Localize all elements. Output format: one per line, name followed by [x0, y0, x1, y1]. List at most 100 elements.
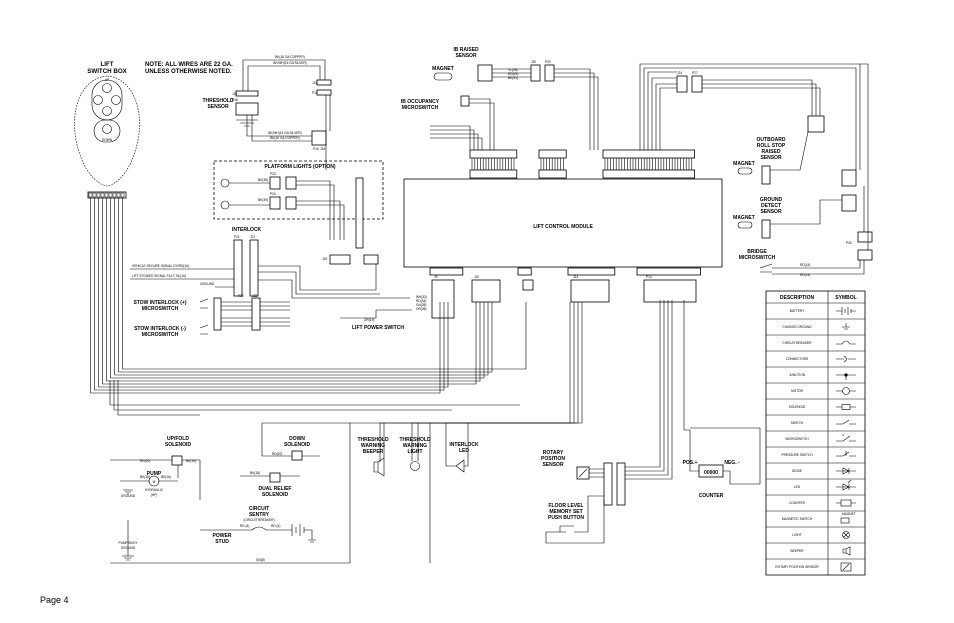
connector-j14b: [570, 279, 610, 303]
outboard-label-3: RAISED: [762, 149, 781, 155]
upfold-wires: [110, 459, 201, 500]
counter-label: COUNTER: [699, 493, 724, 499]
ib-sensors: IB RAISED SENSOR MAGNET J20 P20 YL(28) R…: [401, 47, 599, 150]
lift-power-switch-wire: [340, 309, 412, 319]
legend-row-label: SOLENOID: [789, 405, 806, 409]
connector-p16b: [363, 254, 379, 265]
connector-j9: [431, 279, 455, 319]
harness-lower-wire: [113, 380, 452, 411]
switch-box-connector-pins: [88, 192, 125, 198]
ib-magnet-icon: [433, 72, 453, 81]
down-sol-label-2: SOLENOID: [284, 442, 311, 448]
wire-bridge-2: RD(14): [800, 273, 810, 277]
connector-pin: [88, 192, 93, 198]
lift-power-switch-group: LIFT POWER SWITCH OR(19) WH(33) RD(34) G…: [340, 275, 455, 331]
harness-route-wire: [102, 302, 477, 385]
platform-light-2-icon: [220, 200, 230, 210]
interlock-led-icon: [455, 459, 465, 473]
outboard-label-2: ROLL STOP: [757, 143, 786, 149]
connector-label-j20: J20: [531, 60, 536, 64]
rotary-label-2: POSITION: [541, 456, 565, 462]
wire-light-2: BK(39): [258, 198, 268, 202]
stow-connector-j22: [251, 297, 261, 331]
lift-stowed-label: LIFT STOWED SIGNAL PL/LT. BL(16): [132, 274, 186, 278]
module-bottom-header: [567, 267, 616, 276]
interlock-signal-wires: [130, 268, 234, 288]
module-bottom-header: [429, 267, 464, 276]
floor-label-1: FLOOR LEVEL: [549, 503, 584, 509]
legend-symbol-motoricon: [836, 387, 856, 395]
ground-detect-magnet-label: MAGNET: [733, 215, 755, 221]
switch-box-title-2: SWITCH BOX: [87, 68, 127, 75]
legend-symbol-chassis-groundicon: [842, 323, 850, 330]
hydraulic-section: UP/FOLD SOLENOID RD(20) BK(19) PUMP M BK…: [110, 423, 479, 564]
upfold-solenoid: [171, 455, 183, 466]
connector-label-p11: P11: [312, 91, 318, 95]
circuit-breaker-icon: [200, 526, 290, 531]
switch-box-outline: [74, 75, 140, 187]
push-button-icon: [546, 525, 588, 533]
counter-display: 00000: [704, 470, 718, 476]
connector-j25: [841, 169, 857, 187]
legend-symbol-batteryicon: [836, 307, 856, 315]
ib-occupancy-label-1: IB OCCUPANCY: [401, 99, 440, 105]
wire-down-rd: RD(20): [272, 452, 282, 456]
page-number: Page 4: [40, 595, 69, 605]
legend-row-label: JUNCTION: [789, 373, 806, 377]
pump-body-ground-icon: [122, 520, 134, 561]
ib-occupancy-switch: [460, 95, 470, 107]
stow-neg-label-2: MICROSWITCH: [142, 332, 179, 338]
wire-bk: BK(30): [508, 76, 518, 80]
module-body: [403, 178, 723, 268]
connector-label-p24: P24: [270, 192, 276, 196]
device-return-wire: [446, 302, 571, 424]
legend-row-label: CONNECTORS: [786, 357, 809, 361]
legend-symbol-junctionicon: [836, 373, 856, 380]
ground-label: GROUND: [200, 282, 215, 286]
connector-j18: [235, 90, 259, 97]
pump-ground-icon: [123, 489, 133, 495]
svg-text:MAGNET: MAGNET: [842, 512, 856, 516]
beeper-label-1: THRESHOLD: [357, 437, 389, 443]
module-bottom-connectors: J10 J14 P14: [471, 275, 697, 303]
circuit-sentry-label-2: SENTRY: [249, 512, 270, 518]
wire-light-1: BK(38): [258, 178, 268, 182]
connector-j13: [857, 249, 873, 261]
ground-detect-magnet-icon: [737, 221, 753, 229]
legend-row-label: ROTARY POSITION SENSOR: [775, 565, 819, 569]
ib-occupancy-label-2: MICROSWITCH: [402, 105, 439, 111]
module-top-connector: [469, 149, 518, 159]
platform-lights-frame: [213, 160, 384, 220]
stow-pos-label-2: MICROSWITCH: [142, 306, 179, 312]
rotary-connector-b: [616, 462, 626, 506]
connector-label-j11: J11: [312, 81, 317, 85]
right-vertical-bus: [860, 63, 869, 250]
module-top-header: [602, 169, 695, 179]
pump-motor-m: M: [153, 480, 156, 484]
ib-raised-wires: [492, 68, 599, 150]
legend-symbol-solenoidicon: [836, 404, 856, 410]
wire-wh-lp: WH(33): [416, 295, 427, 299]
connector-pin: [100, 192, 105, 198]
connector-label-j16: J16: [320, 147, 325, 151]
connector-p11: [316, 89, 332, 96]
lift-power-switch-label: LIFT POWER SWITCH: [352, 325, 404, 331]
light-label-3: LIGHT: [408, 449, 423, 455]
module-top-header: [538, 169, 567, 179]
beeper-label-3: BEEPER: [363, 449, 384, 455]
connector-label-p26: P26: [846, 241, 852, 245]
legend-row-label: BATTERY: [790, 309, 805, 313]
harness-route-wire: [118, 302, 493, 373]
hydraulic-label: HYDRAULIC: [145, 488, 164, 492]
wire-note-2: UNLESS OTHERWISE NOTED.: [145, 69, 232, 75]
floor-label-2: MEMORY SET: [549, 509, 582, 515]
module-top-connector: [538, 149, 567, 159]
wire-gn-lp: GN(35): [416, 303, 426, 307]
wire-gn-ground: GN(8): [256, 558, 265, 562]
connector-label-j15: J15: [322, 257, 327, 261]
harness-route-wire: [94, 302, 445, 391]
wire-bridge-1: RD(15): [800, 263, 810, 267]
wire-note-1: NOTE: ALL WIRES ARE 22 GA.: [145, 62, 233, 68]
